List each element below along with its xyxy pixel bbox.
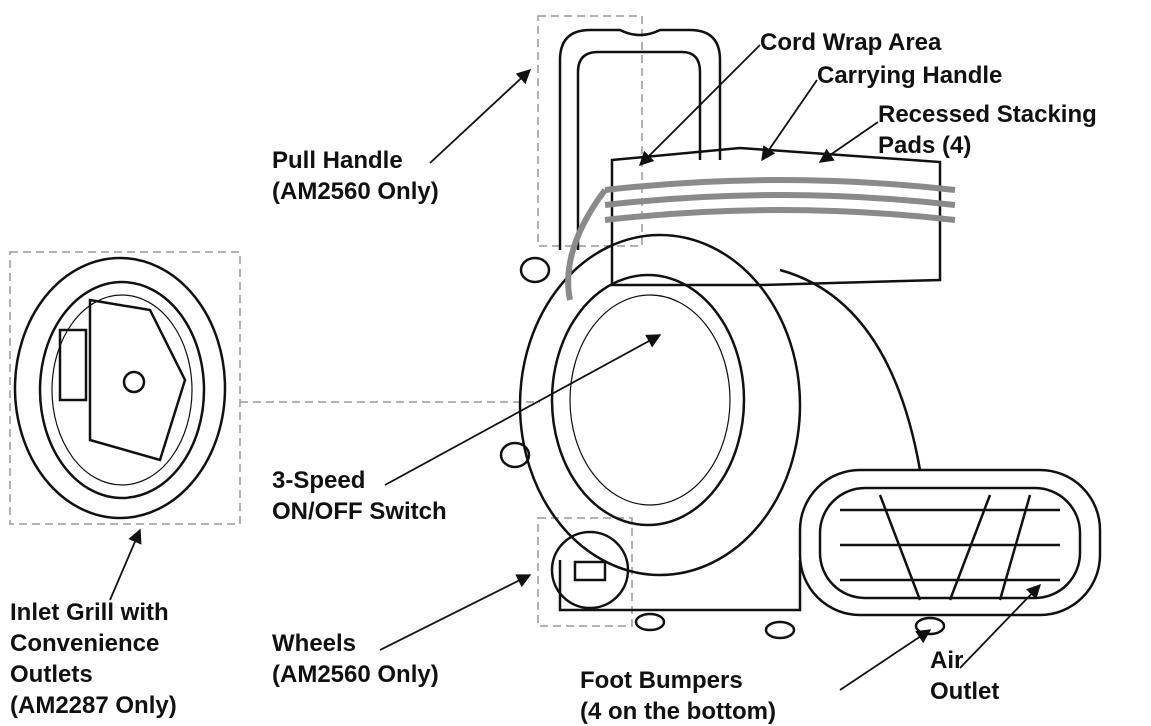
cord-wrap [565, 177, 956, 301]
inlet-grill-detail [13, 256, 227, 520]
blower-body [499, 146, 1102, 640]
label-wheels: Wheels(AM2560 Only) [272, 630, 439, 688]
label-carrying-handle: Carrying Handle [817, 62, 1003, 89]
pull-handle-drawing [558, 28, 722, 250]
label-cord-wrap-area: Cord Wrap Area [760, 29, 942, 56]
label-foot-bumpers: Foot Bumpers(4 on the bottom) [580, 667, 776, 725]
dashed-callout-boxes [9, 15, 643, 627]
leader-arrows [109, 44, 1041, 691]
label-pull-handle: Pull Handle(AM2560 Only) [272, 147, 439, 205]
